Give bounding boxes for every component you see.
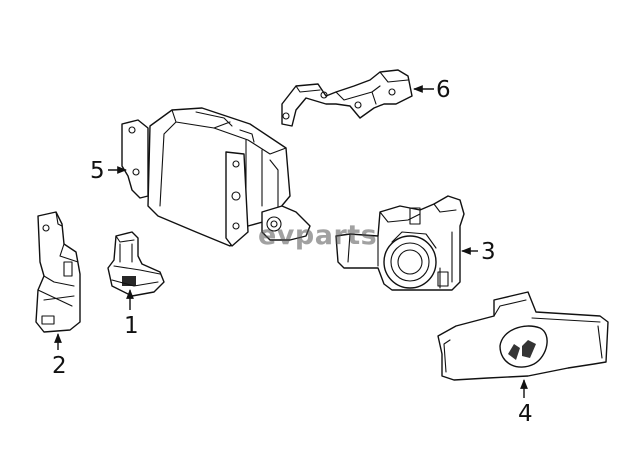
part-6-bracket[interactable] [281, 69, 413, 127]
callout-2: 2 [52, 353, 67, 379]
callout-1: 1 [124, 313, 139, 339]
callout-3: 3 [481, 239, 496, 265]
callout-5: 5 [90, 158, 105, 184]
part-2-bracket[interactable] [35, 211, 81, 333]
callout-4: 4 [518, 401, 533, 427]
part-5-sensor-module[interactable] [121, 107, 311, 247]
part-4-cover[interactable] [437, 291, 609, 381]
watermark-text: evparts [258, 220, 377, 251]
part-1-clip[interactable] [107, 231, 165, 297]
callout-6: 6 [436, 77, 451, 103]
part-3-sensor-bracket[interactable] [335, 195, 465, 291]
